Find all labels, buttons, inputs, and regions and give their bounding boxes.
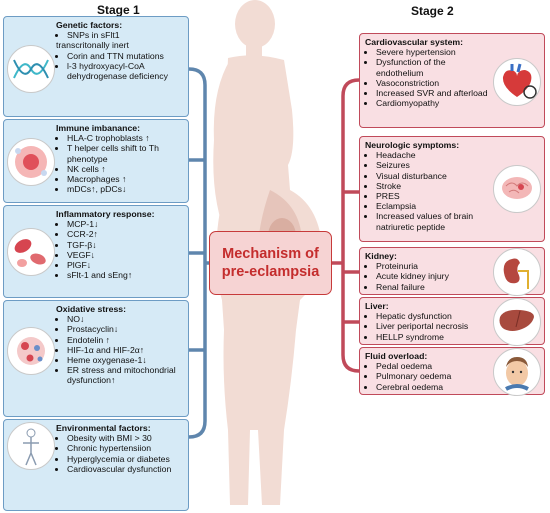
list-item: Headache (376, 150, 494, 160)
stage2-title: Stage 2 (411, 4, 454, 18)
inflammatory-response-box: Inflammatory response: MCP-1↓ CCR-2↑ TGF… (3, 205, 189, 298)
list-item: mDCs↑, pDCs↓ (67, 184, 185, 194)
kidney-icon (493, 248, 541, 296)
liver-icon (493, 298, 541, 346)
list-item: Macrophages ↑ (67, 174, 185, 184)
list-item: l-3 hydroxyacyl-CoA dehydrogenase defici… (67, 61, 185, 81)
list-item: Endotelin ↑ (67, 335, 185, 345)
fluid-overload-header: Fluid overload: (365, 351, 428, 361)
liver-box: Liver: Hepatic dysfunction Liver peripor… (359, 297, 545, 346)
neurologic-box: Neurologic symptoms: Headache Seizures V… (359, 136, 545, 242)
molecule-icon (7, 327, 55, 375)
swollen-face-icon (493, 348, 541, 396)
list-item: SNPs in sFlt1 (67, 30, 185, 40)
list-item: Stroke (376, 181, 494, 191)
stage1-title: Stage 1 (97, 3, 140, 17)
immune-imbalance-header: Immune imbanance: (56, 123, 140, 133)
list-item: HIF-1α and HIF-2α↑ (67, 345, 185, 355)
list-item: Acute kidney injury (376, 271, 494, 281)
list-item: Proteinuria (376, 261, 494, 271)
list-item: Cardiovascular dysfunction (67, 464, 185, 474)
blood-cells-icon (7, 228, 55, 276)
list-item: TGF-β↓ (67, 240, 185, 250)
list-item: Vasoconstriction (376, 78, 494, 88)
list-item: transcritonally inert (56, 40, 129, 51)
list-item: Cerebral oedema (376, 382, 494, 392)
list-item: ER stress and mitochondrial dysfunction↑ (67, 365, 185, 385)
list-item: HELLP syndrome (376, 332, 494, 342)
list-item: Increased SVR and afterload (376, 88, 494, 98)
list-item: Pulmonary oedema (376, 371, 494, 381)
list-item: Increased values of brain natriuretic pe… (376, 211, 494, 231)
list-item: Cardiomyopathy (376, 98, 494, 108)
list-item: Obesity with BMI > 30 (67, 433, 185, 443)
list-item: Severe hypertension (376, 47, 494, 57)
list-item: Hepatic dysfunction (376, 311, 494, 321)
kidney-header: Kidney: (365, 251, 397, 261)
center-title-line2: pre-eclampsia (221, 264, 320, 280)
list-item: NO↓ (67, 314, 185, 324)
cardiovascular-header: Cardiovascular system: (365, 37, 464, 47)
list-item: PlGF↓ (67, 260, 185, 270)
list-item: Pedal oedema (376, 361, 494, 371)
list-item: Prostacyclin↓ (67, 324, 185, 334)
list-item: MCP-1↓ (67, 219, 185, 229)
genetic-factors-box: Genetic factors: SNPs in sFlt1 transcrit… (3, 16, 189, 117)
list-item: Chronic hypertensiion (67, 443, 185, 453)
environmental-factors-box: Environmental factors: Obesity with BMI … (3, 419, 189, 511)
fluid-overload-box: Fluid overload: Pedal oedema Pulmonary o… (359, 347, 545, 396)
list-item: HLA-C trophoblasts ↑ (67, 133, 185, 143)
neurologic-header: Neurologic symptoms: (365, 140, 460, 150)
environmental-factors-header: Environmental factors: (56, 423, 151, 433)
human-body-icon (7, 422, 55, 470)
list-item: Seizures (376, 160, 494, 170)
list-item: CCR-2↑ (67, 229, 185, 239)
center-mechanism-box: Mechanism of pre-eclampsia (209, 231, 332, 295)
oxidative-stress-header: Oxidative stress: (56, 304, 127, 314)
center-title-line1: Mechanism of (222, 246, 319, 262)
list-item: Liver periportal necrosis (376, 321, 494, 331)
oxidative-stress-box: Oxidative stress: NO↓ Prostacyclin↓ Endo… (3, 300, 189, 417)
list-item: Corin and TTN mutations (67, 51, 185, 61)
kidney-box: Kidney: Proteinuria Acute kidney injury … (359, 247, 545, 296)
inflammatory-response-header: Inflammatory response: (56, 209, 155, 219)
list-item: Renal failure (376, 282, 494, 292)
list-item: sFlt-1 and sEng↑ (67, 270, 185, 280)
list-item: Dysfunction of the endothelium (376, 57, 494, 77)
heart-icon (493, 58, 541, 106)
list-item: T helper cells shift to Th phenotype (67, 143, 185, 163)
cardiovascular-box: Cardiovascular system: Severe hypertensi… (359, 33, 545, 128)
immune-cell-icon (7, 138, 55, 186)
list-item: PRES (376, 191, 494, 201)
list-item: Visual disturbance (376, 171, 494, 181)
dna-icon (7, 45, 55, 93)
liver-header: Liver: (365, 301, 389, 311)
list-item: Hyperglycemia or diabetes (67, 454, 185, 464)
immune-imbalance-box: Immune imbanance: HLA-C trophoblasts ↑ T… (3, 119, 189, 203)
list-item: Heme oxygenase-1↓ (67, 355, 185, 365)
list-item: VEGF↓ (67, 250, 185, 260)
list-item: Eclampsia (376, 201, 494, 211)
genetic-factors-header: Genetic factors: (56, 20, 123, 30)
list-item: NK cells ↑ (67, 164, 185, 174)
brain-icon (493, 165, 541, 213)
